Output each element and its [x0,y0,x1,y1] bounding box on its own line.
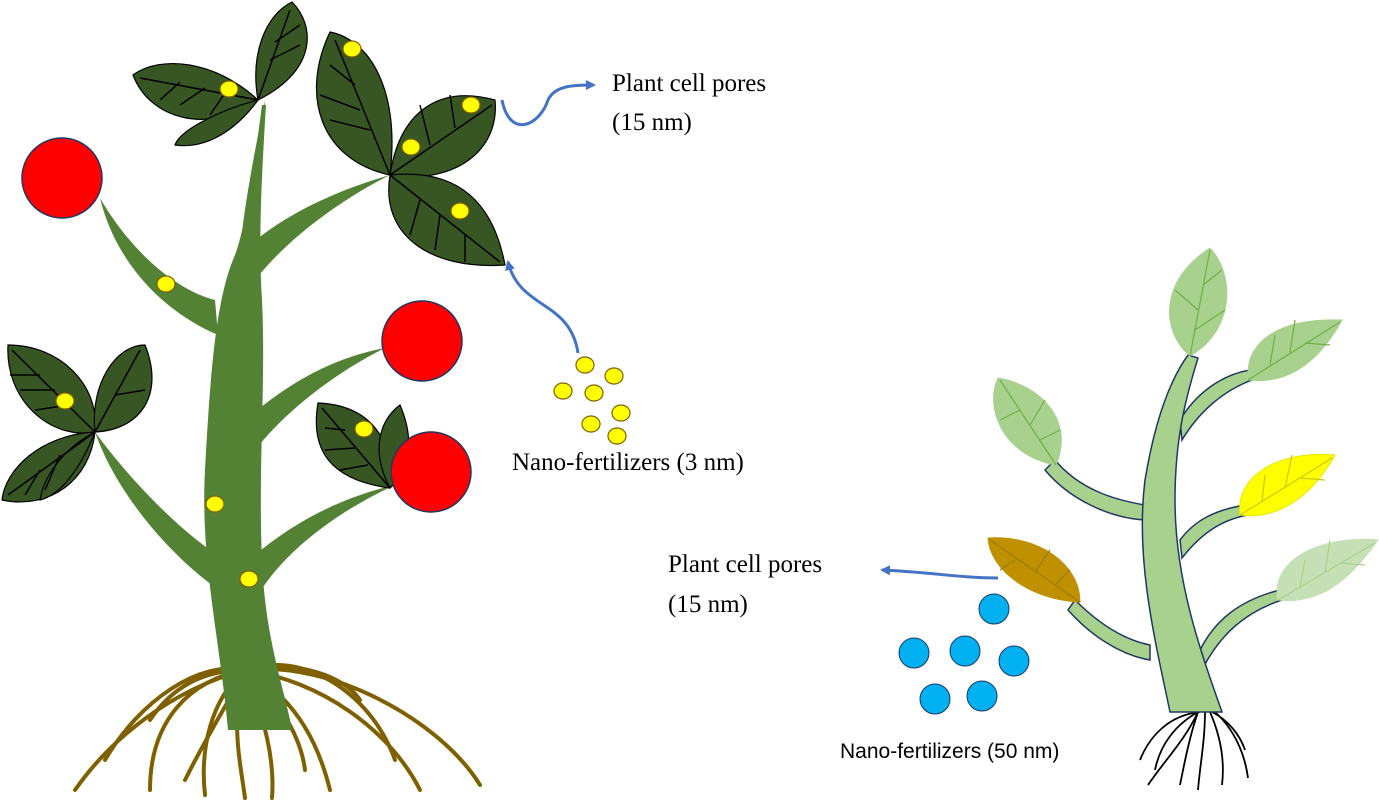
fruit-lower-right [390,431,472,513]
arrow-leaf-to-pores-bottom [880,565,999,580]
label-pore-size-bottom: (15 nm) [668,591,748,618]
fruit-middle-right [381,300,463,382]
nano-fertilizer-large-cluster [898,593,1030,715]
label-nano-fertilizers-small: Nano-fertilizers (3 nm) [512,449,744,476]
healthy-plant-stem [204,105,292,730]
weak-leaf-upper-right [1247,319,1343,382]
healthy-leaf-cluster-mid-left [1,344,153,503]
weak-leaf-top [1169,247,1228,357]
label-plant-cell-pores-top: Plant cell pores [612,70,766,97]
healthy-leaf-cluster-top-left [132,1,308,147]
healthy-plant-fruits [21,137,472,513]
fruit-top-left [21,137,103,219]
arrow-leaf-to-pores-top [500,80,596,127]
weak-leaf-upper-left [993,377,1062,466]
nano-fertilizer-small-cluster [553,356,631,445]
healthy-leaf-cluster-mid-right [315,402,410,489]
weak-plant-stem [1141,354,1224,713]
weak-plant [987,247,1379,791]
healthy-plant [1,1,506,800]
label-plant-cell-pores-bottom: Plant cell pores [668,551,822,578]
label-pore-size-top: (15 nm) [612,109,692,136]
weak-leaf-yellow [1239,453,1336,517]
label-nano-fertilizers-large: Nano-fertilizers (50 nm) [840,740,1059,763]
weak-leaf-lower-right [1276,538,1379,602]
absorbed-nano-particles [55,40,481,588]
weak-plant-roots [1139,711,1249,791]
healthy-leaf-cluster-top-right [316,31,506,267]
weak-leaf-brown [987,537,1081,603]
arrow-nano-to-leaf [505,260,580,354]
